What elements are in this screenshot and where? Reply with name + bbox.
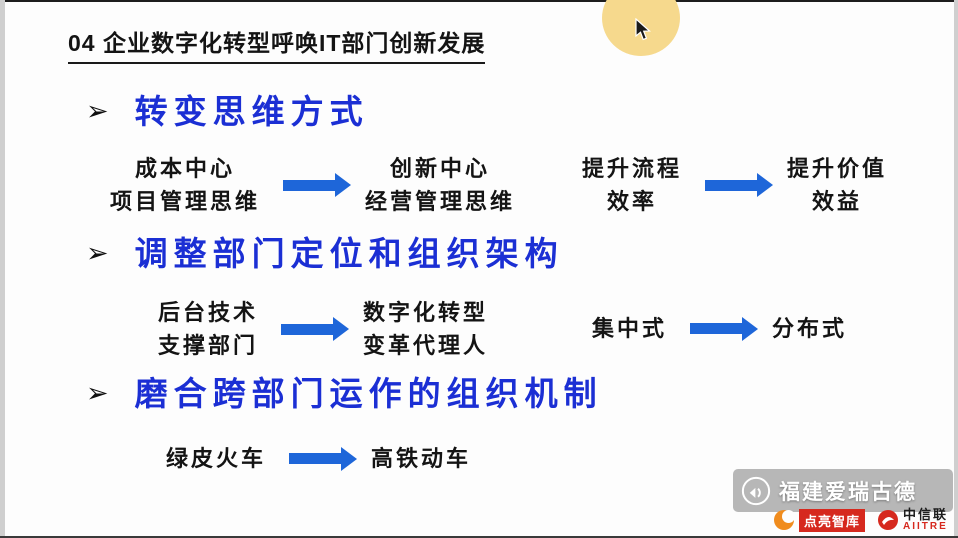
flow-text-line: 集中式	[592, 316, 668, 341]
arrow-bullet-icon: ➢	[86, 238, 109, 269]
page-title: 04 企业数字化转型呼唤IT部门创新发展	[68, 24, 486, 64]
frame-bottom-edge	[0, 536, 958, 538]
flow-text-line: 效率	[607, 189, 658, 214]
watermark-speaker-icon	[741, 476, 771, 505]
flow-to-block: 数字化转型 变革代理人	[363, 296, 488, 362]
mouse-cursor-icon	[635, 18, 652, 41]
flow-text-line: 经营管理思维	[365, 189, 516, 214]
dianliang-logo: 点亮智库	[773, 508, 865, 532]
aiitre-subtitle: AIITRE	[902, 520, 948, 532]
section-title: 转变思维方式	[134, 95, 369, 131]
right-arrow-icon	[289, 453, 342, 464]
flow-text-line: 分布式	[772, 316, 848, 341]
section-heading-mechanism: ➢ 磨合跨部门运作的组织机制	[86, 376, 603, 416]
section-heading-org-structure: ➢ 调整部门定位和组织架构	[86, 236, 564, 276]
flow-to-block: 分布式	[772, 312, 847, 345]
flow-text-line: 创新中心	[390, 156, 491, 181]
flow-text-line: 后台技术	[158, 300, 259, 325]
flow-backoffice-to-change-agent: 后台技术 支撑部门 数字化转型 变革代理人	[158, 296, 488, 362]
aiitre-name: 中信联	[902, 506, 948, 522]
flow-process-efficiency-to-value: 提升流程 效率 提升价值 效益	[582, 152, 887, 218]
flow-centralized-to-distributed: 集中式 分布式	[592, 312, 847, 345]
flame-icon	[773, 510, 795, 530]
arrow-bullet-icon: ➢	[86, 96, 109, 127]
footer-logos: 点亮智库 中信联 AIITRE	[773, 507, 948, 533]
flow-text-line: 绿皮火车	[166, 446, 267, 471]
flow-to-block: 创新中心 经营管理思维	[365, 152, 515, 218]
flow-text-line: 效益	[812, 189, 863, 214]
flow-from-block: 成本中心 项目管理思维	[110, 152, 260, 218]
right-arrow-icon	[690, 323, 743, 334]
flow-text-line: 提升价值	[787, 156, 888, 181]
dianliang-label: 点亮智库	[798, 508, 865, 532]
flow-to-block: 高铁动车	[371, 442, 471, 475]
right-arrow-icon	[281, 323, 334, 335]
right-arrow-icon	[705, 179, 758, 191]
section-title: 调整部门定位和组织架构	[134, 237, 564, 273]
flow-text-line: 提升流程	[582, 156, 683, 181]
frame-top-edge	[0, 0, 958, 2]
flow-text-line: 数字化转型	[363, 300, 489, 325]
flow-from-block: 后台技术 支撑部门	[158, 296, 258, 362]
flow-text-line: 成本中心	[135, 156, 236, 181]
flow-to-block: 提升价值 效益	[787, 152, 887, 218]
flow-cost-center-to-innovation-center: 成本中心 项目管理思维 创新中心 经营管理思维	[110, 152, 515, 218]
watermark-text: 福建爱瑞古德	[779, 479, 917, 504]
flow-text-line: 项目管理思维	[110, 189, 261, 214]
watermark: 福建爱瑞古德	[733, 469, 953, 512]
section-heading-mindset: ➢ 转变思维方式	[86, 94, 369, 134]
flow-text-line: 高铁动车	[371, 446, 472, 471]
frame-right-edge	[954, 0, 958, 538]
frame-left-edge	[0, 0, 5, 538]
flow-green-train-to-highspeed: 绿皮火车 高铁动车	[166, 442, 471, 475]
section-title: 磨合跨部门运作的组织机制	[134, 377, 603, 413]
flow-from-block: 提升流程 效率	[582, 152, 682, 218]
arrow-bullet-icon: ➢	[86, 378, 109, 409]
aiitre-logo: 中信联 AIITRE	[877, 508, 948, 532]
right-arrow-icon	[283, 179, 336, 191]
flow-text-line: 变革代理人	[363, 333, 489, 358]
aiitre-text: 中信联 AIITRE	[903, 508, 948, 532]
flow-from-block: 集中式	[592, 312, 667, 345]
flow-from-block: 绿皮火车	[166, 442, 266, 475]
aiitre-emblem-icon	[877, 509, 898, 530]
flow-text-line: 支撑部门	[158, 333, 259, 358]
